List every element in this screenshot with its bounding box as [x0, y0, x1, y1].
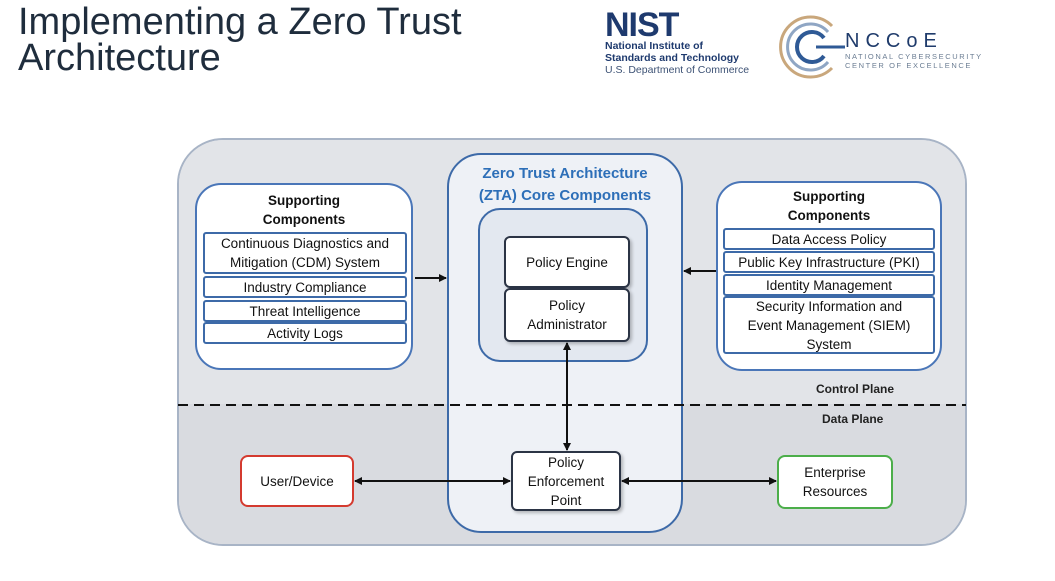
control-plane-label: Control Plane — [816, 382, 895, 396]
activity-logs-label: Activity Logs — [267, 325, 343, 341]
industry-compliance-label: Industry Compliance — [243, 279, 367, 295]
pep-line1: Policy — [547, 454, 584, 470]
enterprise-resources-line1: Enterprise — [804, 465, 866, 480]
slide-title: Implementing a Zero Trust Architecture — [18, 1, 578, 79]
pep-line2: Enforcement — [527, 473, 605, 489]
siem-line3: System — [806, 336, 852, 352]
pki-label: Public Key Infrastructure (PKI) — [738, 254, 920, 270]
enterprise-resources-node: Enterprise Resources — [777, 455, 893, 509]
enterprise-resources-line2: Resources — [802, 484, 868, 499]
left-supporting-title-line1: Supporting — [268, 193, 340, 208]
right-supporting-title-line1: Supporting — [793, 189, 865, 204]
slide-title-line2: Architecture — [18, 37, 221, 79]
pki-item: Public Key Infrastructure (PKI) — [723, 251, 935, 273]
right-supporting-title-line2: Components — [787, 208, 871, 223]
industry-compliance-item: Industry Compliance — [203, 276, 407, 298]
nccoe-wordmark: NCCoE — [845, 30, 943, 52]
cdm-system-line2: Mitigation (CDM) System — [229, 255, 381, 270]
identity-management-label: Identity Management — [765, 277, 893, 293]
nist-line-2: Standards and Technology — [605, 52, 739, 64]
concentric-c-emblem-icon — [779, 15, 845, 79]
nist-line-3: U.S. Department of Commerce — [605, 64, 750, 76]
policy-engine-label: Policy Engine — [526, 254, 608, 270]
nist-line-1: National Institute of — [605, 40, 703, 52]
zta-core-title: Zero Trust Architecture (ZTA) Core Compo… — [449, 163, 681, 207]
nist-wordmark: NIST — [605, 6, 679, 44]
diagram-connectors — [178, 267, 966, 485]
policy-administrator-line1: Policy — [548, 298, 585, 313]
user-device-node: User/Device — [240, 455, 354, 507]
cdm-system-line1: Continuous Diagnostics and — [220, 236, 390, 251]
right-supporting-title: Supporting Components — [718, 187, 940, 225]
policy-enforcement-point-node: Policy Enforcement Point — [511, 451, 621, 511]
policy-administrator-line2: Administrator — [527, 317, 607, 332]
policy-engine-node: Policy Engine — [504, 236, 630, 288]
siem-line1: Security Information and — [755, 298, 903, 314]
user-device-label: User/Device — [260, 473, 334, 489]
cdm-system-item: Continuous Diagnostics and Mitigation (C… — [203, 232, 407, 274]
data-access-policy-item: Data Access Policy — [723, 228, 935, 250]
data-plane-label: Data Plane — [822, 412, 884, 426]
nccoe-wordmark-block: NCCoE NATIONAL CYBERSECURITY CENTER OF E… — [845, 30, 1005, 70]
data-access-policy-label: Data Access Policy — [771, 231, 887, 247]
policy-administrator-node: Policy Administrator — [504, 288, 630, 342]
left-supporting-title-line2: Components — [262, 212, 346, 227]
nist-logo: NIST National Institute of Standards and… — [605, 6, 765, 82]
zta-diagram: Zero Trust Architecture (ZTA) Core Compo… — [160, 128, 980, 558]
pep-line3: Point — [550, 492, 582, 508]
siem-line2: Event Management (SIEM) — [747, 317, 911, 333]
threat-intelligence-label: Threat Intelligence — [249, 303, 361, 319]
nccoe-subtitle-2: CENTER OF EXCELLENCE — [845, 61, 973, 70]
nccoe-subtitle-1: NATIONAL CYBERSECURITY — [845, 52, 983, 61]
threat-intelligence-item: Threat Intelligence — [203, 300, 407, 322]
activity-logs-item: Activity Logs — [203, 322, 407, 344]
zta-core-title-line2: (ZTA) Core Components — [478, 187, 652, 204]
nccoe-logo — [779, 15, 845, 79]
identity-management-item: Identity Management — [723, 274, 935, 296]
left-supporting-title: Supporting Components — [197, 191, 411, 229]
siem-system-item: Security Information and Event Managemen… — [723, 296, 935, 354]
zta-core-title-line1: Zero Trust Architecture — [482, 165, 648, 182]
slide-title-line1: Implementing a Zero Trust — [18, 1, 462, 43]
